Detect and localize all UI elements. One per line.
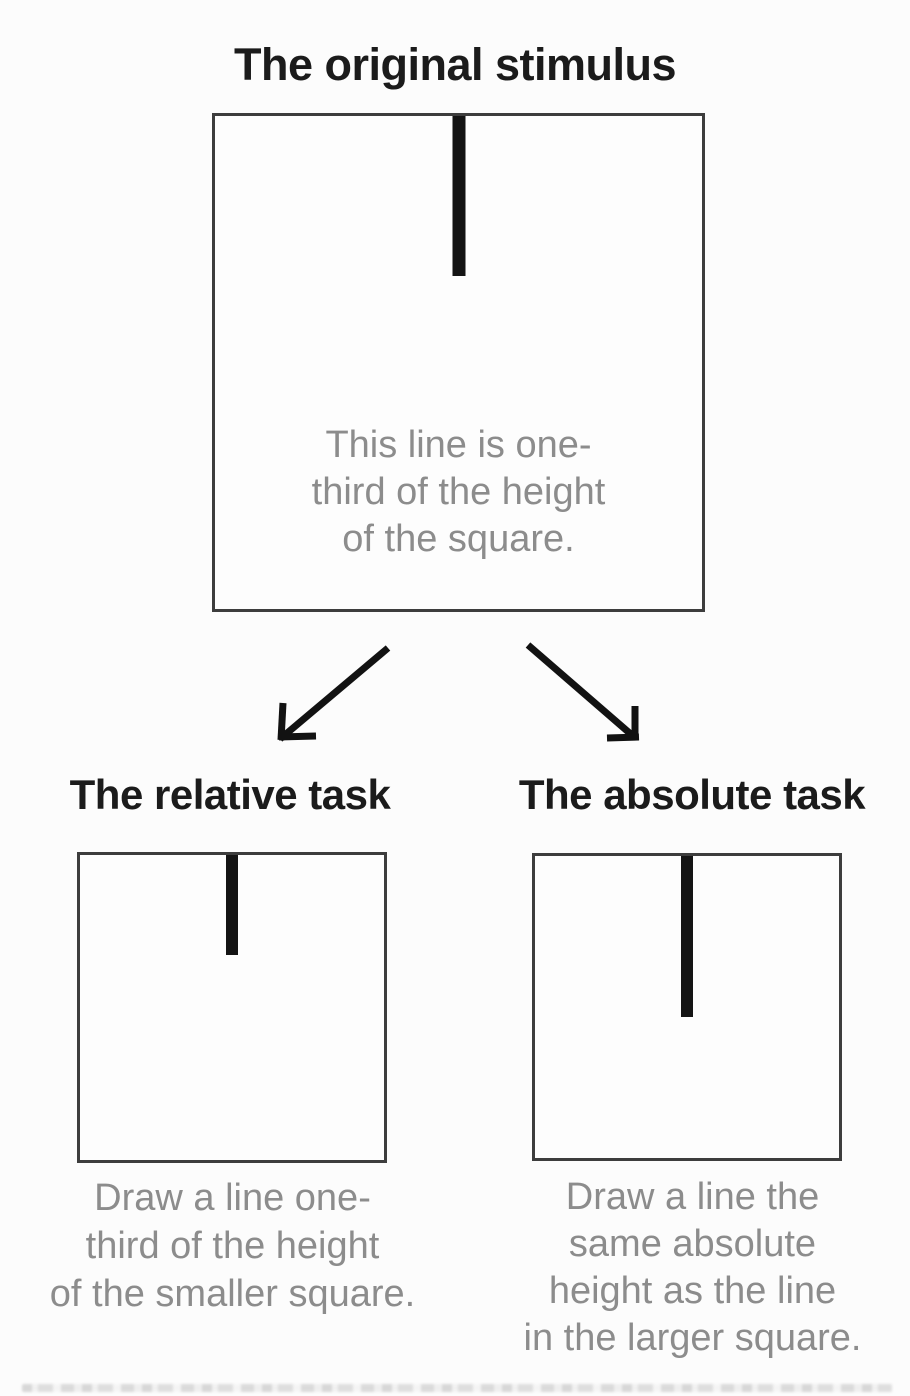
stimulus-note-line: third of the height <box>311 471 606 513</box>
relative-task-square <box>77 852 387 1163</box>
absolute-caption-line: height as the line <box>548 1270 837 1312</box>
absolute-task-square <box>532 853 842 1161</box>
absolute-caption-line: Draw a line the <box>565 1176 820 1218</box>
relative-caption-line: third of the height <box>85 1225 380 1267</box>
relative-task-line <box>226 855 238 955</box>
relative-caption-line: of the smaller square. <box>49 1273 416 1315</box>
original-stimulus-title: The original stimulus <box>233 39 677 90</box>
stimulus-note: This line is one- third of the height of… <box>215 422 702 563</box>
absolute-caption-line: same absolute <box>568 1223 817 1265</box>
absolute-task-title: The absolute task <box>518 771 866 818</box>
cropped-text-remnant <box>22 1384 892 1392</box>
relative-task-title: The relative task <box>69 771 391 818</box>
absolute-task-caption: Draw a line the same absolute height as … <box>470 1174 910 1362</box>
original-stimulus-square: This line is one- third of the height of… <box>212 113 705 612</box>
stimulus-note-line: This line is one- <box>325 424 592 466</box>
relative-caption-line: Draw a line one- <box>94 1177 371 1219</box>
down-right-arrow-icon <box>525 642 640 742</box>
down-left-arrow-icon <box>277 645 391 742</box>
relative-task-caption: Draw a line one- third of the height of … <box>10 1174 455 1318</box>
absolute-task-line <box>681 856 693 1017</box>
stimulus-note-line: of the square. <box>342 518 575 560</box>
absolute-caption-line: in the larger square. <box>523 1317 862 1359</box>
stimulus-line <box>452 116 465 276</box>
